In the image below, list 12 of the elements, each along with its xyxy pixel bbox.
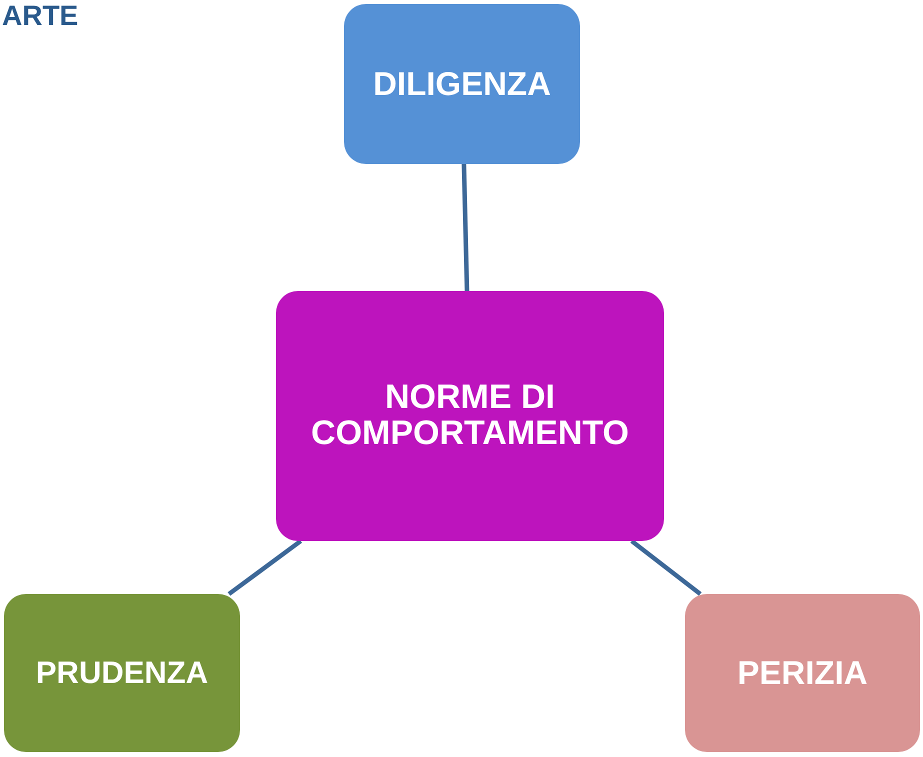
title: ARTE (2, 2, 78, 30)
rounded-box (4, 594, 240, 752)
node-label: PRUDENZA (34, 656, 210, 690)
rounded-box (344, 4, 580, 164)
connector-line (630, 539, 702, 596)
connector-line (462, 164, 470, 292)
node-label: PERIZIA (736, 656, 869, 690)
node-label: DILIGENZA (372, 66, 552, 102)
rounded-box (276, 291, 664, 541)
rounded-box (685, 594, 920, 752)
node-label: NORME DI COMPORTAMENTO (310, 380, 630, 452)
connector-line (228, 539, 302, 596)
